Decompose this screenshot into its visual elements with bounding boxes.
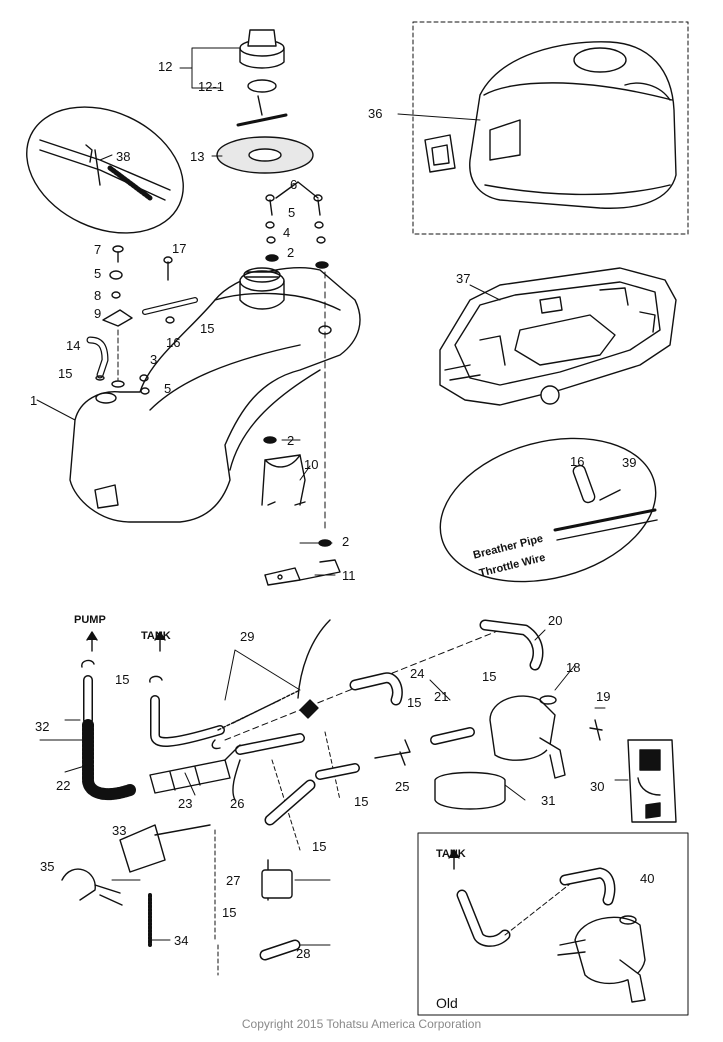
inset-oval-breather (439, 437, 658, 583)
inset-oval-throttle (26, 106, 184, 234)
callout-33: 33 (112, 823, 127, 838)
callout-17: 17 (172, 241, 187, 256)
bottom-cowl-group (439, 267, 677, 406)
callout-20: 20 (548, 613, 563, 628)
callout-1: 1 (30, 393, 38, 408)
callout-36: 36 (368, 106, 383, 121)
callout-2-top: 2 (287, 245, 295, 260)
callout-15-pump: 15 (115, 672, 130, 687)
callout-15-left: 15 (58, 366, 73, 381)
callout-15-25: 15 (354, 794, 369, 809)
callout-31: 31 (541, 793, 556, 808)
callout-4: 4 (283, 225, 291, 240)
callout-29: 29 (240, 629, 255, 644)
callout-26: 26 (230, 796, 245, 811)
callout-3: 3 (150, 352, 158, 367)
label-tank-old: TANK (436, 848, 466, 860)
callout-12-1: 12-1 (198, 79, 225, 94)
callout-27: 27 (226, 873, 241, 888)
callout-35: 35 (40, 859, 55, 874)
callout-5-lower: 5 (164, 381, 172, 396)
callout-25: 25 (395, 779, 410, 794)
fasteners-left (86, 245, 198, 395)
callout-24: 24 (410, 666, 425, 681)
callout-9: 9 (94, 306, 102, 321)
callout-23: 23 (178, 796, 193, 811)
callout-32: 32 (35, 719, 50, 734)
callout-15-27: 15 (312, 839, 327, 854)
callout-5-left: 5 (94, 266, 102, 281)
callout-38: 38 (116, 149, 131, 164)
label-old: Old (436, 995, 458, 1011)
old-inset-box (417, 832, 689, 1016)
callout-10: 10 (304, 457, 319, 472)
callout-16-tank: 16 (166, 335, 181, 350)
callout-8: 8 (94, 288, 102, 303)
callout-37: 37 (456, 271, 471, 286)
leader-lines (36, 47, 629, 946)
bracket-10 (261, 436, 306, 506)
callout-11: 11 (342, 568, 356, 583)
callout-7: 7 (94, 242, 102, 257)
callout-2-bottom: 2 (342, 534, 350, 549)
callout-15-tank: 15 (200, 321, 215, 336)
label-pump: PUMP (74, 614, 106, 626)
top-cowl-group (412, 21, 689, 235)
callout-15-valve: 15 (482, 669, 497, 684)
label-tank: TANK (141, 630, 171, 642)
plate-11 (264, 539, 341, 586)
callout-13: 13 (190, 149, 205, 164)
callout-16-inset: 16 (570, 454, 585, 469)
callout-12: 12 (158, 59, 173, 74)
callout-39: 39 (622, 455, 637, 470)
fasteners-right (265, 181, 329, 531)
callout-14: 14 (66, 338, 81, 353)
fuel-cap-group (216, 29, 314, 174)
callout-34: 34 (174, 933, 189, 948)
callout-30: 30 (590, 779, 605, 794)
fuel-line-group (61, 619, 677, 976)
callout-22: 22 (56, 778, 71, 793)
callout-5-right: 5 (288, 205, 296, 220)
callout-6: 6 (290, 177, 298, 192)
callout-2-mid: 2 (287, 433, 295, 448)
copyright-notice: Copyright 2015 Tohatsu America Corporati… (241, 1017, 482, 1031)
callout-28: 28 (296, 946, 311, 961)
fuel-tank-body (69, 266, 361, 523)
callout-18: 18 (566, 660, 581, 675)
callout-21: 21 (434, 689, 449, 704)
callout-19: 19 (596, 689, 611, 704)
callout-40: 40 (640, 871, 655, 886)
callout-15-21: 15 (407, 695, 422, 710)
callout-15-28: 15 (222, 905, 237, 920)
